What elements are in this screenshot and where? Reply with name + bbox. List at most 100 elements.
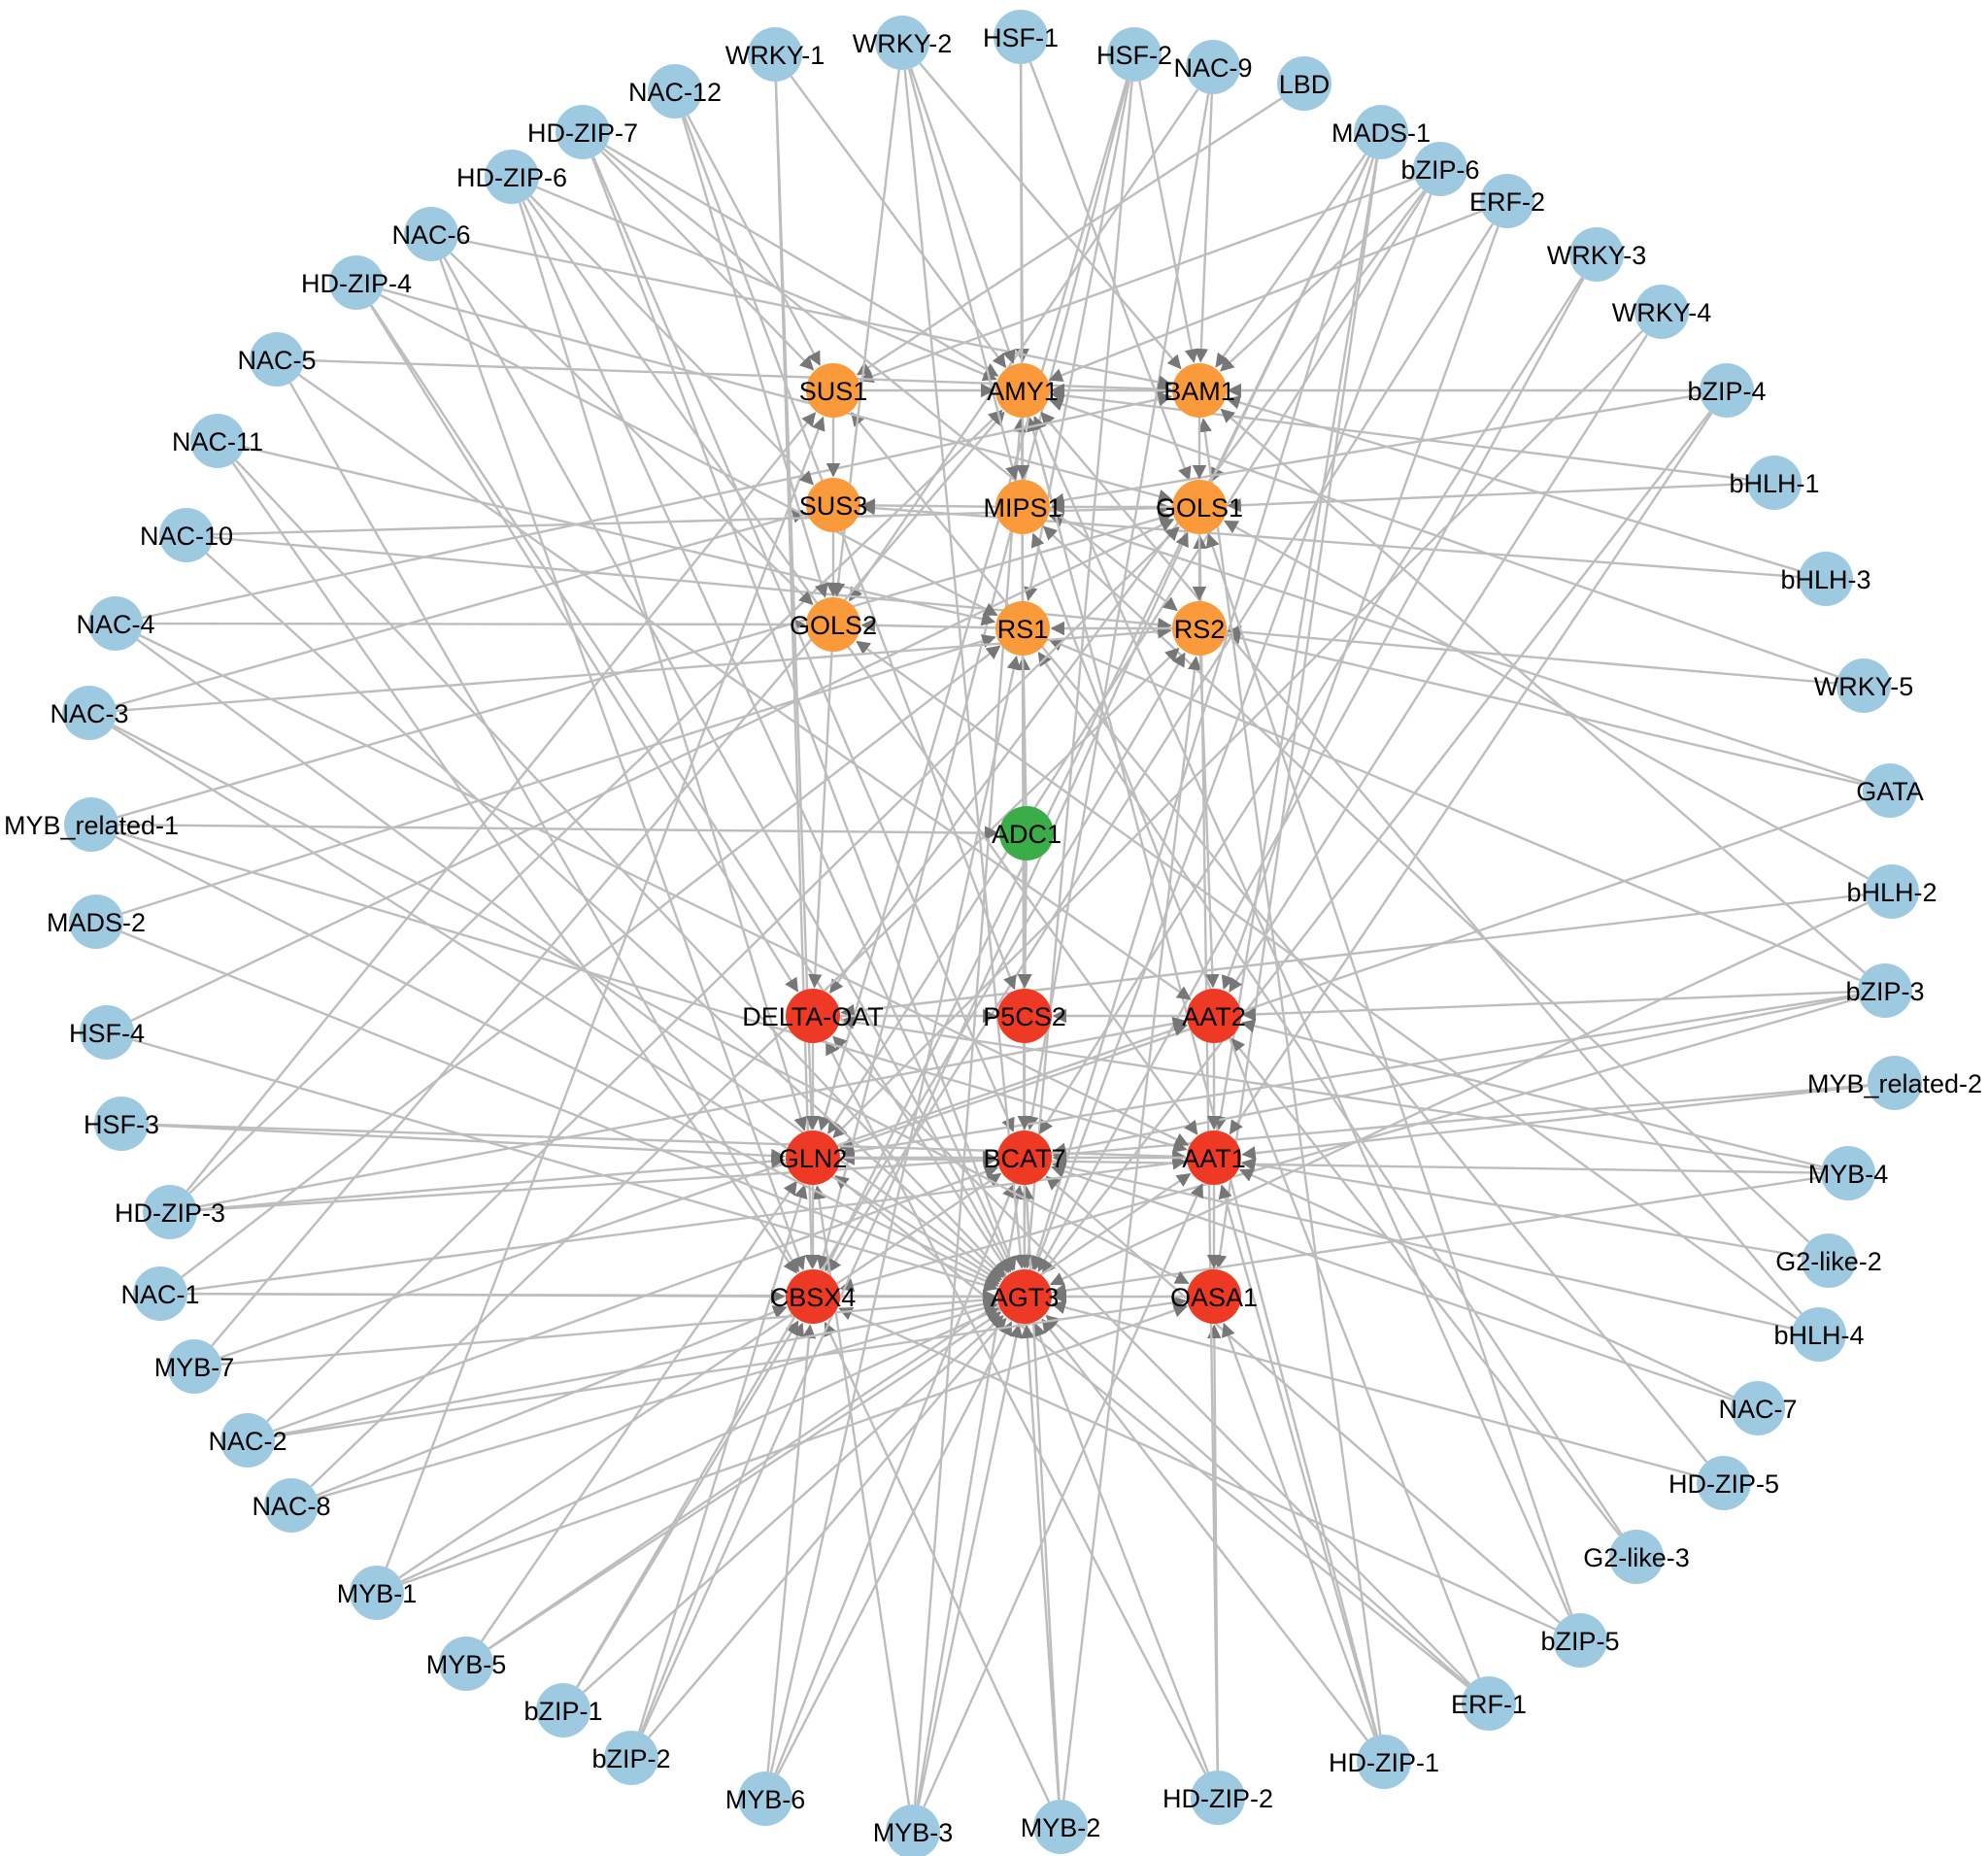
node-nac-8[interactable]: NAC-8: [252, 1478, 331, 1533]
node-aat1[interactable]: AAT1: [1182, 1130, 1246, 1185]
node-circle[interactable]: [994, 10, 1048, 64]
node-oasa1[interactable]: OASA1: [1170, 1269, 1258, 1324]
node-circle[interactable]: [1747, 456, 1802, 510]
node-circle[interactable]: [1354, 105, 1408, 159]
node-g2-like-3[interactable]: G2-like-3: [1583, 1530, 1690, 1584]
node-circle[interactable]: [159, 508, 214, 562]
node-circle[interactable]: [875, 16, 929, 70]
node-circle[interactable]: [995, 601, 1050, 656]
node-circle[interactable]: [264, 1478, 319, 1533]
node-circle[interactable]: [1868, 1056, 1922, 1110]
node-hsf-3[interactable]: HSF-3: [84, 1097, 159, 1151]
node-bzip-2[interactable]: bZIP-2: [591, 1731, 671, 1785]
node-circle[interactable]: [1799, 552, 1853, 606]
node-circle[interactable]: [88, 596, 143, 651]
node-circle[interactable]: [786, 989, 840, 1043]
node-circle[interactable]: [250, 332, 304, 387]
node-bzip-1[interactable]: bZIP-1: [523, 1683, 603, 1738]
node-circle[interactable]: [133, 1266, 187, 1321]
node-nac-10[interactable]: NAC-10: [140, 508, 233, 562]
node-myb-4[interactable]: MYB-4: [1808, 1146, 1889, 1200]
node-hd-zip-6[interactable]: HD-ZIP-6: [456, 150, 567, 204]
node-nac-7[interactable]: NAC-7: [1718, 1381, 1798, 1435]
node-bhlh-1[interactable]: bHLH-1: [1729, 456, 1820, 510]
node-circle[interactable]: [1609, 1530, 1664, 1584]
node-circle[interactable]: [806, 597, 860, 652]
node-myb-3[interactable]: MYB-3: [873, 1805, 954, 1856]
node-erf-2[interactable]: ERF-2: [1469, 174, 1545, 228]
node-circle[interactable]: [748, 27, 802, 82]
node-amy1[interactable]: AMY1: [987, 363, 1059, 418]
node-myb_related-1[interactable]: MYB_related-1: [4, 797, 179, 852]
node-circle[interactable]: [1821, 1146, 1875, 1200]
node-circle[interactable]: [167, 1339, 221, 1394]
node-circle[interactable]: [738, 1772, 792, 1826]
node-g2-like-2[interactable]: G2-like-2: [1775, 1233, 1882, 1288]
node-circle[interactable]: [1462, 1676, 1516, 1731]
node-circle[interactable]: [329, 255, 384, 310]
node-aat2[interactable]: AAT2: [1182, 989, 1246, 1043]
node-nac-2[interactable]: NAC-2: [208, 1413, 287, 1468]
node-circle[interactable]: [1863, 763, 1917, 818]
node-nac-6[interactable]: NAC-6: [391, 207, 471, 261]
node-bzip-6[interactable]: bZIP-6: [1400, 142, 1480, 196]
node-gols2[interactable]: GOLS2: [790, 597, 877, 652]
node-adc1[interactable]: ADC1: [992, 806, 1061, 861]
node-nac-1[interactable]: NAC-1: [120, 1266, 200, 1321]
node-bhlh-3[interactable]: bHLH-3: [1780, 552, 1871, 606]
node-circle[interactable]: [220, 1413, 275, 1468]
node-bzip-3[interactable]: bZIP-3: [1845, 963, 1925, 1018]
node-bhlh-4[interactable]: bHLH-4: [1773, 1307, 1865, 1362]
node-gols1[interactable]: GOLS1: [1156, 480, 1243, 534]
node-agt3[interactable]: AGT3: [991, 1269, 1060, 1324]
node-nac-9[interactable]: NAC-9: [1173, 40, 1253, 94]
node-myb-2[interactable]: MYB-2: [1021, 1800, 1101, 1854]
node-circle[interactable]: [1802, 1233, 1856, 1288]
node-rs1[interactable]: RS1: [995, 601, 1050, 656]
node-circle[interactable]: [94, 1097, 149, 1151]
node-lbd[interactable]: LBD: [1277, 56, 1331, 111]
node-nac-5[interactable]: NAC-5: [237, 332, 317, 387]
node-hd-zip-2[interactable]: HD-ZIP-2: [1162, 1771, 1273, 1825]
node-hd-zip-5[interactable]: HD-ZIP-5: [1668, 1456, 1779, 1510]
node-wrky-5[interactable]: WRKY-5: [1814, 658, 1914, 713]
node-bzip-4[interactable]: bZIP-4: [1687, 363, 1767, 418]
node-circle[interactable]: [1033, 1800, 1088, 1854]
node-hd-zip-3[interactable]: HD-ZIP-3: [115, 1185, 225, 1239]
node-mads-2[interactable]: MADS-2: [47, 894, 146, 949]
node-circle[interactable]: [1836, 658, 1891, 713]
node-sus1[interactable]: SUS1: [799, 363, 868, 418]
node-circle[interactable]: [1191, 1771, 1245, 1825]
node-hd-zip-1[interactable]: HD-ZIP-1: [1329, 1735, 1439, 1789]
node-circle[interactable]: [1865, 864, 1919, 919]
node-circle[interactable]: [886, 1805, 940, 1856]
node-myb-7[interactable]: MYB-7: [154, 1339, 235, 1394]
node-circle[interactable]: [1731, 1381, 1785, 1435]
node-sus3[interactable]: SUS3: [799, 478, 868, 532]
node-circle[interactable]: [995, 480, 1050, 534]
node-p5cs2[interactable]: P5CS2: [983, 989, 1066, 1043]
node-circle[interactable]: [80, 1005, 134, 1060]
node-wrky-4[interactable]: WRKY-4: [1612, 285, 1712, 339]
node-circle[interactable]: [806, 478, 860, 532]
node-circle[interactable]: [1107, 27, 1162, 82]
node-circle[interactable]: [1187, 989, 1241, 1043]
node-circle[interactable]: [1172, 480, 1227, 534]
node-circle[interactable]: [999, 806, 1054, 861]
node-mads-1[interactable]: MADS-1: [1331, 105, 1431, 159]
node-circle[interactable]: [439, 1637, 493, 1691]
node-circle[interactable]: [64, 797, 118, 852]
node-circle[interactable]: [648, 64, 702, 118]
node-circle[interactable]: [1792, 1307, 1846, 1362]
node-myb_related-2[interactable]: MYB_related-2: [1807, 1056, 1982, 1110]
node-circle[interactable]: [786, 1269, 840, 1324]
node-hd-zip-7[interactable]: HD-ZIP-7: [527, 105, 638, 159]
node-hsf-2[interactable]: HSF-2: [1096, 27, 1172, 82]
node-bam1[interactable]: BAM1: [1163, 363, 1235, 418]
node-bzip-5[interactable]: bZIP-5: [1540, 1613, 1620, 1668]
node-circle[interactable]: [1357, 1735, 1411, 1789]
node-cbsx4[interactable]: CBSX4: [770, 1269, 857, 1324]
node-hd-zip-4[interactable]: HD-ZIP-4: [301, 255, 412, 310]
node-nac-12[interactable]: NAC-12: [628, 64, 722, 118]
node-circle[interactable]: [1697, 1456, 1751, 1510]
